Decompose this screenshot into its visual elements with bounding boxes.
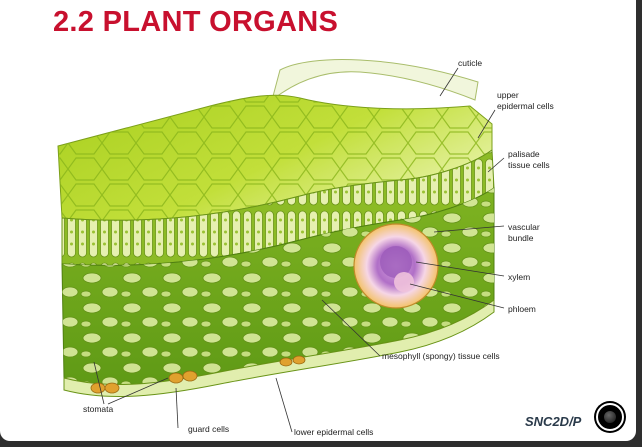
vascular-bundle — [354, 224, 438, 308]
label-palisade-2: tissue cells — [508, 160, 550, 170]
logo-icon — [596, 403, 624, 431]
label-stomata: stomata — [83, 404, 114, 414]
label-lower-epidermal: lower epidermal cells — [294, 427, 373, 437]
leaf-cross-section-diagram: cuticle upper epidermal cells palisade t… — [0, 0, 636, 441]
label-phloem: phloem — [508, 304, 536, 314]
label-palisade-1: palisade — [508, 149, 540, 159]
label-vascular-2: bundle — [508, 233, 534, 243]
slide: 2.2 PLANT ORGANS — [0, 0, 636, 441]
label-cuticle: cuticle — [458, 58, 482, 68]
label-vascular-1: vascular — [508, 222, 540, 232]
label-xylem: xylem — [508, 272, 530, 282]
course-code: SNC2D/P — [525, 414, 581, 429]
label-upper-epidermal-2: epidermal cells — [497, 101, 554, 111]
label-guard-cells: guard cells — [188, 424, 229, 434]
label-mesophyll: mesophyll (spongy) tissue cells — [382, 351, 500, 361]
cuticle-layer — [272, 59, 478, 100]
label-upper-epidermal-1: upper — [497, 90, 519, 100]
